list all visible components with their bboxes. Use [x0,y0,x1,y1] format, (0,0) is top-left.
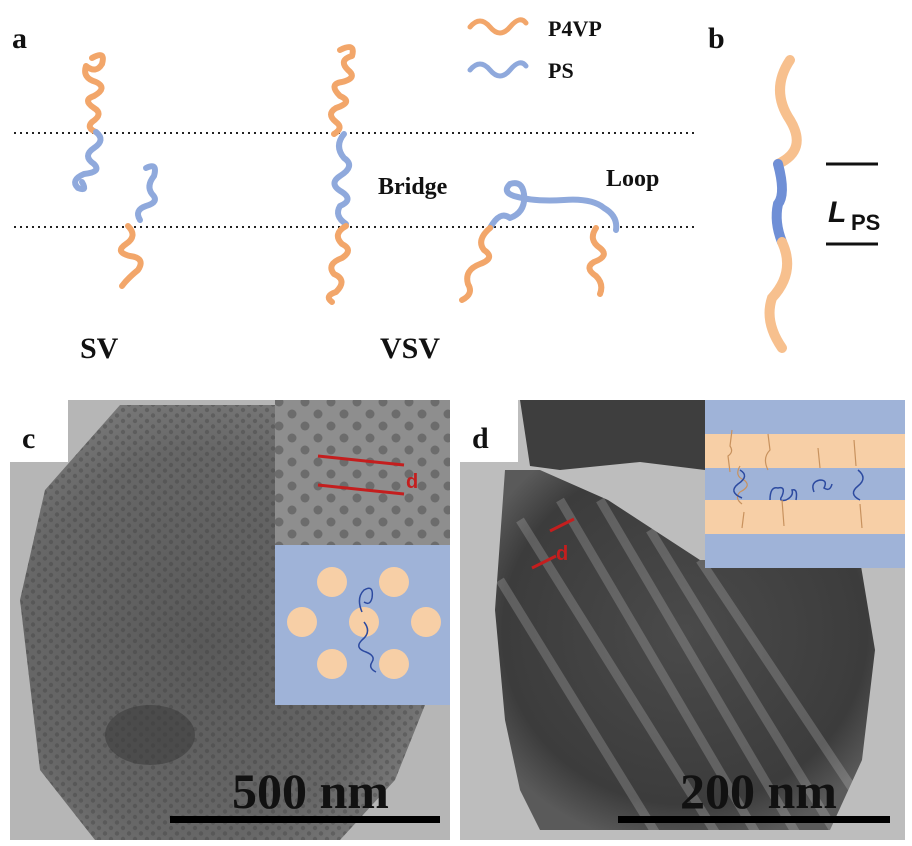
panel-c-label: c [22,422,35,455]
panel-c: c d 500 nm [10,400,450,840]
panel-a: a P4VP PS SV Bridge [12,16,695,365]
d-spacing-line-1 [549,517,575,533]
b-p4vp-bottom [764,237,793,353]
d-spacing-marker: d [556,543,568,565]
c-schematic-chain [358,587,377,673]
panel-b: b L PS [708,22,880,353]
caption-loop: Loop [606,166,659,192]
caption-vsv: VSV [380,332,440,365]
caption-sv: SV [80,332,119,365]
sv-chain-1 [72,52,106,193]
b-p4vp-top [773,55,802,169]
c-spacing-line-2 [317,483,405,496]
panel-b-label: b [708,22,725,55]
c-label-box [10,400,68,462]
c-scale-bar [170,816,440,823]
c-spacing-marker: d [406,471,418,493]
caption-bridge: Bridge [378,174,448,200]
panel-d-label: d [472,422,489,455]
b-dimension-label: L [828,196,846,229]
b-dimension-subscript: PS [851,210,880,235]
c-spacing-line-1 [317,454,405,467]
legend-ps-swatch [467,60,529,79]
d-scale-bar-label: 200 nm [680,763,837,819]
c-scale-bar-label: 500 nm [232,763,389,819]
c-dark-region [105,705,195,765]
sv-chain-2 [117,163,158,289]
d-lamellae [496,497,875,830]
legend-p4vp-label: P4VP [548,16,602,41]
b-ps-block [771,159,787,247]
d-spacing-line-2 [531,554,557,570]
panel-d: d d 200 nm [460,400,905,840]
d-inset-schematic [705,400,905,568]
legend-p4vp-swatch [467,17,529,36]
d-neighbor-particle [520,400,705,470]
vsv-bridge-chain [325,44,356,305]
panel-a-label: a [12,22,27,55]
vsv-loop-chain [459,180,620,303]
legend-ps-label: PS [548,58,574,83]
d-label-box [460,400,518,462]
d-scale-bar [618,816,890,823]
